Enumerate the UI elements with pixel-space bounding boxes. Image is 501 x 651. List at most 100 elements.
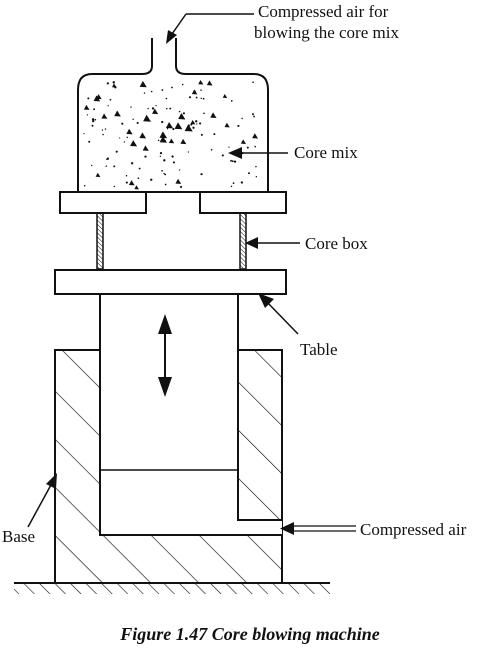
core-mix-speck bbox=[111, 83, 117, 88]
core-mix-speck bbox=[114, 110, 121, 117]
core-mix-speck bbox=[163, 159, 166, 162]
leader-core-mix bbox=[228, 147, 288, 159]
core-mix-speck bbox=[224, 122, 230, 128]
label-compressed-air-bottom: Compressed air bbox=[360, 520, 467, 539]
core-mix-speck bbox=[255, 176, 258, 178]
core-mix-speck bbox=[150, 90, 153, 93]
core-mix-speck bbox=[121, 122, 124, 125]
core-mix-speck bbox=[247, 172, 250, 175]
core-mix-speck bbox=[228, 146, 230, 148]
core-mix-speck bbox=[163, 172, 165, 175]
core-mix-speck bbox=[137, 177, 140, 180]
core-mix-speck bbox=[143, 92, 146, 94]
core-mix-speck bbox=[199, 122, 202, 125]
core-mix-speck bbox=[128, 180, 135, 186]
top-plate-right bbox=[199, 191, 287, 214]
core-mix-speck bbox=[83, 133, 85, 135]
core-box-wall-left bbox=[96, 212, 104, 270]
core-mix-speck bbox=[86, 114, 89, 116]
core-mix-hopper bbox=[77, 38, 269, 193]
core-mix-speck bbox=[159, 131, 168, 139]
core-mix-speck bbox=[164, 173, 167, 176]
core-mix-speck bbox=[240, 181, 244, 184]
core-mix-speck bbox=[151, 107, 155, 110]
core-mix-speck bbox=[102, 133, 104, 136]
core-mix-speck bbox=[94, 118, 97, 121]
core-mix-speck bbox=[200, 89, 202, 91]
core-mix-speck bbox=[83, 104, 90, 110]
figure-caption: Figure 1.47 Core blowing machine bbox=[119, 624, 380, 644]
core-mix-speck bbox=[113, 185, 116, 188]
core-mix-speck bbox=[147, 107, 149, 110]
label-core-mix: Core mix bbox=[294, 143, 358, 162]
core-mix-speck bbox=[178, 112, 186, 120]
core-mix-speck bbox=[182, 112, 185, 115]
core-mix-speck bbox=[174, 122, 183, 130]
core-mix-speck bbox=[106, 157, 110, 160]
core-mix-speck bbox=[195, 120, 198, 123]
core-mix-speck bbox=[132, 118, 134, 121]
label-compressed-air-top-2: blowing the core mix bbox=[254, 23, 399, 42]
core-mix-speck bbox=[155, 105, 157, 107]
leader-compressed-air-top bbox=[166, 13, 254, 44]
core-mix-speck bbox=[130, 162, 134, 165]
core-mix-speck bbox=[138, 167, 141, 170]
core-mix-speck bbox=[210, 148, 213, 151]
core-mix-speck bbox=[233, 160, 237, 163]
core-mix-speck bbox=[191, 89, 198, 95]
core-mix-speck bbox=[203, 112, 205, 115]
core-mix-speck bbox=[93, 108, 96, 111]
core-mix-speck bbox=[195, 96, 198, 99]
core-mix-speck bbox=[230, 159, 232, 162]
core-mix-speck bbox=[161, 120, 164, 124]
core-mix-speck bbox=[134, 185, 139, 190]
core-mix-speck bbox=[187, 151, 190, 153]
core-mix-speck bbox=[246, 146, 249, 149]
core-mix-speck bbox=[254, 145, 256, 148]
core-mix-speck bbox=[105, 165, 108, 167]
core-mix-speck bbox=[188, 96, 192, 99]
top-plate-left bbox=[59, 191, 147, 214]
core-mix-speck bbox=[144, 155, 147, 158]
core-mix-speck bbox=[222, 93, 228, 98]
core-mix-speck bbox=[166, 128, 169, 130]
core-mix-speck bbox=[164, 183, 167, 186]
core-mix-speck bbox=[93, 95, 101, 102]
core-mix-speck bbox=[178, 110, 181, 113]
core-mix-speck bbox=[95, 172, 101, 177]
core-mix-speck bbox=[178, 169, 181, 171]
core-mix-speck bbox=[181, 83, 184, 86]
core-mix-speck bbox=[130, 140, 138, 147]
label-compressed-air-top-1: Compressed air for bbox=[258, 2, 389, 21]
core-mix-speck bbox=[168, 138, 175, 144]
core-mix-speck bbox=[143, 114, 151, 122]
core-mix-speck bbox=[184, 124, 193, 132]
core-mix-speck bbox=[213, 133, 216, 136]
core-mix-speck bbox=[253, 115, 255, 118]
core-mix-speck bbox=[231, 160, 234, 163]
core-mix-speck bbox=[104, 128, 107, 130]
core-mix-speck bbox=[240, 139, 246, 144]
core-mix-speck bbox=[202, 97, 205, 100]
core-mix-speck bbox=[159, 136, 167, 143]
core-mix-speck bbox=[255, 165, 257, 168]
core-mix-speck bbox=[175, 178, 182, 184]
core-mix-speck bbox=[161, 170, 163, 172]
core-mix-speck bbox=[241, 117, 243, 120]
piston-column bbox=[99, 294, 239, 470]
core-mix-speck bbox=[172, 128, 175, 131]
leader-table bbox=[258, 293, 299, 335]
core-mix-speck bbox=[115, 150, 118, 153]
core-mix-speck bbox=[159, 155, 161, 157]
leader-core-box bbox=[245, 237, 300, 249]
core-mix-speck bbox=[171, 86, 173, 89]
core-mix-speck bbox=[106, 82, 109, 85]
core-mix-speck bbox=[91, 124, 94, 127]
core-mix-speck bbox=[130, 106, 132, 108]
label-core-box: Core box bbox=[305, 234, 368, 253]
leader-base bbox=[27, 473, 57, 528]
core-box-wall-right bbox=[239, 212, 247, 270]
core-mix-speck bbox=[200, 173, 203, 176]
